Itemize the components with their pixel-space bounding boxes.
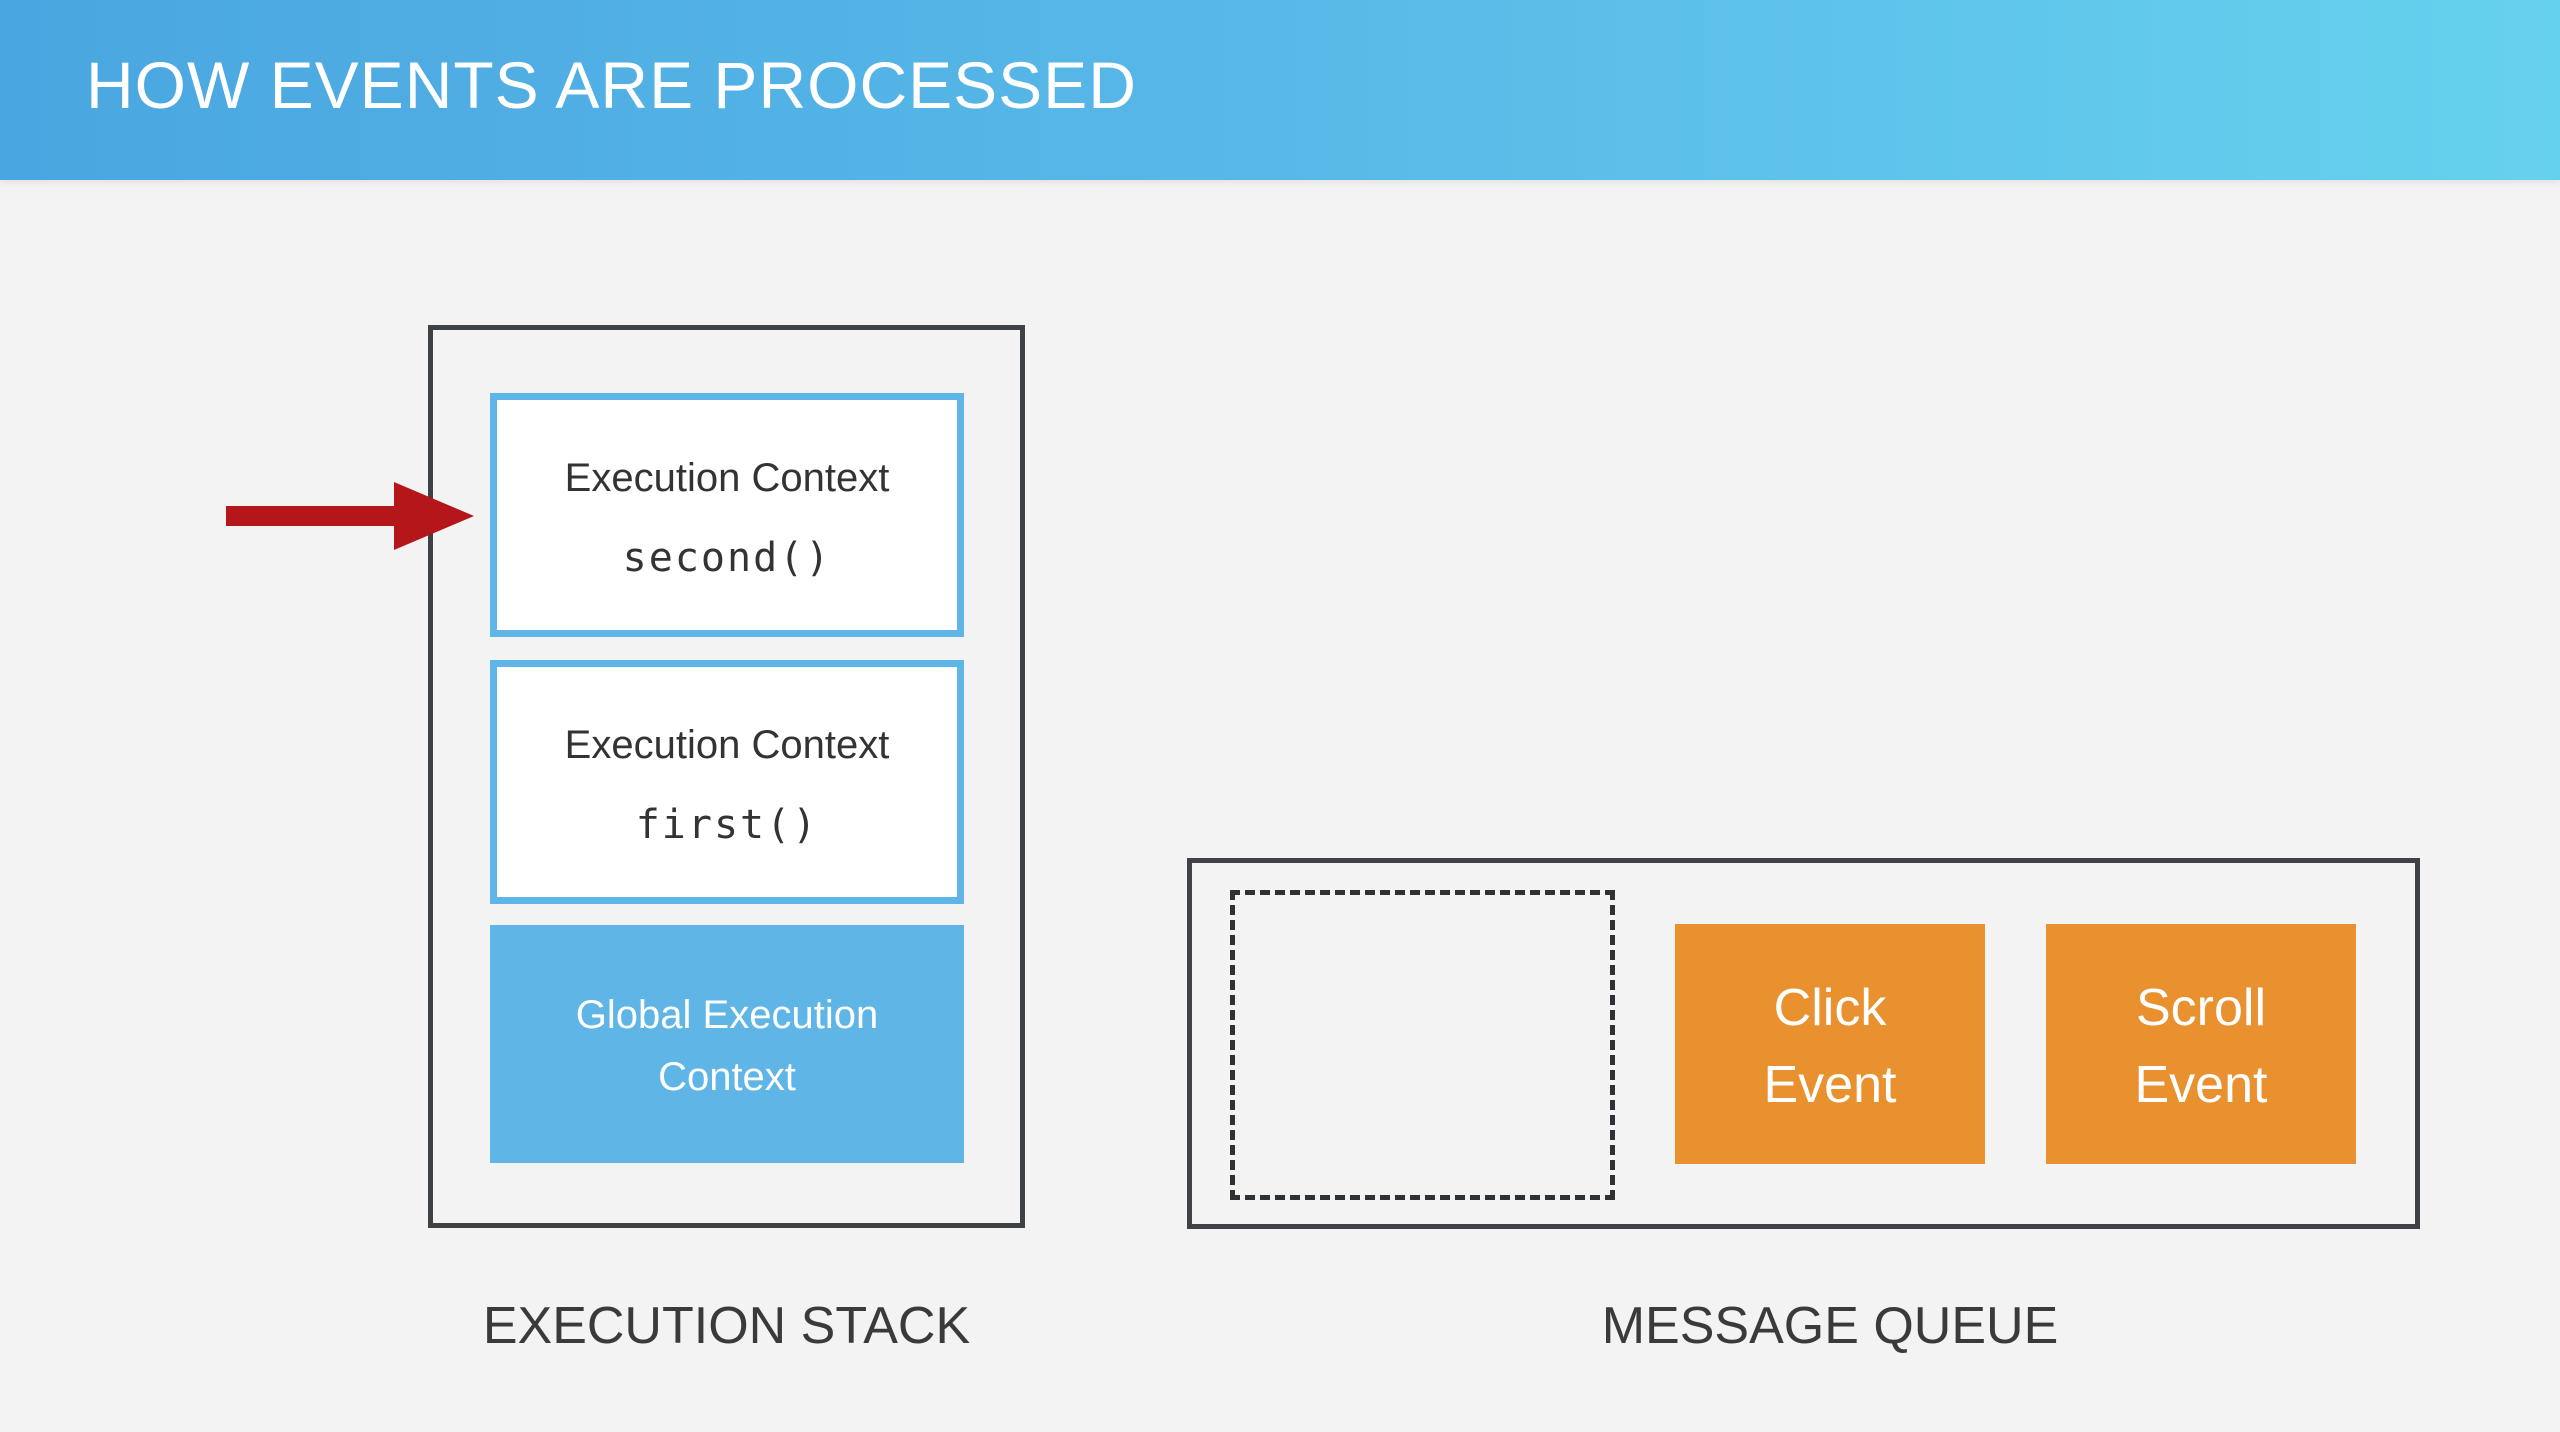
execution-context-title: Execution Context xyxy=(564,456,890,500)
event-label-line-2: Event xyxy=(2134,1056,2268,1114)
execution-stack-frame xyxy=(428,325,1025,1228)
header-bar: HOW EVENTS ARE PROCESSED xyxy=(0,0,2560,180)
execution-context-first: Execution Context first() xyxy=(490,660,964,904)
event-label-line-1: Scroll xyxy=(2135,979,2267,1037)
page-title: HOW EVENTS ARE PROCESSED xyxy=(86,48,1137,122)
arrow-right-icon xyxy=(226,482,474,550)
execution-context-function: first() xyxy=(635,802,819,848)
scroll-event: Scroll Event xyxy=(2046,924,2356,1164)
execution-stack-caption: EXECUTION STACK xyxy=(482,1297,971,1355)
execution-context-title: Execution Context xyxy=(564,723,890,767)
message-queue-frame xyxy=(1187,858,2420,1229)
execution-context-function: second() xyxy=(622,535,832,581)
click-event: Click Event xyxy=(1675,924,1985,1164)
message-queue-caption: MESSAGE QUEUE xyxy=(1601,1297,2059,1355)
global-context-line-2: Context xyxy=(658,1055,796,1099)
event-label-line-1: Click xyxy=(1773,979,1887,1037)
empty-queue-slot xyxy=(1230,890,1615,1200)
global-execution-context: Global Execution Context xyxy=(490,925,964,1163)
event-label-line-2: Event xyxy=(1763,1056,1897,1114)
global-context-line-1: Global Execution xyxy=(575,993,879,1037)
execution-context-second: Execution Context second() xyxy=(490,393,964,637)
